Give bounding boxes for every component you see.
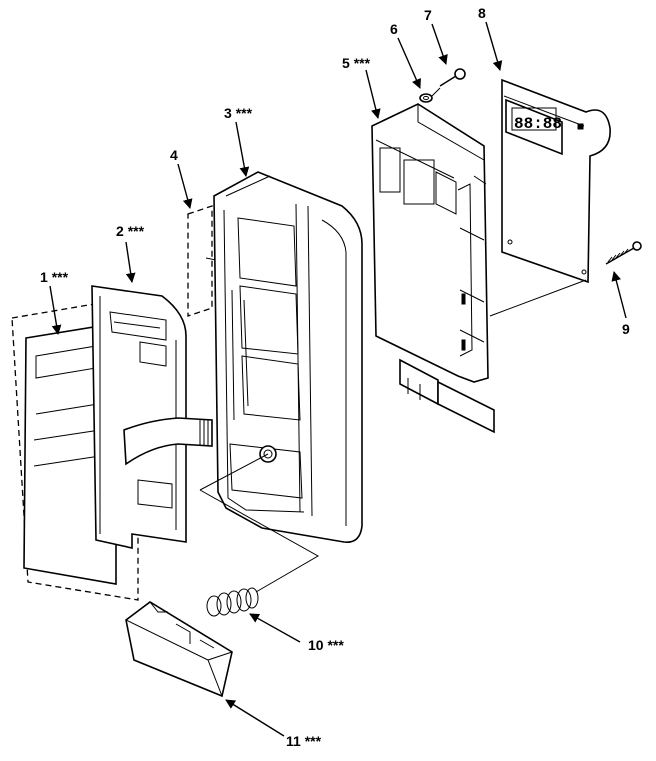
callout-leaders [49,21,627,737]
part-9-screw [605,241,642,265]
part-6-nut [419,93,433,103]
callout-label-5: 5 *** [342,55,371,71]
assembly-lines [199,87,587,593]
callout-label-7: 7 [424,7,432,23]
callout-label-2: 2 *** [116,223,145,239]
callout-label-8: 8 [478,5,486,21]
display-digits: 88:88 [514,115,562,133]
ribbon-cable [123,417,213,466]
callout-label-3: 3 *** [224,105,253,121]
callout-label-9: 9 [622,321,630,337]
part-3-control-frame [213,171,363,543]
part-7-screw [439,68,466,87]
callout-label-4: 4 [170,147,178,163]
part-8-display-board: 88:88 [501,78,611,284]
callout-label-1: 1 *** [40,269,69,285]
callout-label-10: 10 *** [308,637,344,653]
part-11-release-lever [125,601,233,698]
part-5-pcb-housing [371,103,495,434]
callout-label-6: 6 [390,21,398,37]
callout-label-11: 11 *** [286,733,322,749]
part-2-panel-frame [91,285,187,549]
part-10-spring [206,587,259,617]
